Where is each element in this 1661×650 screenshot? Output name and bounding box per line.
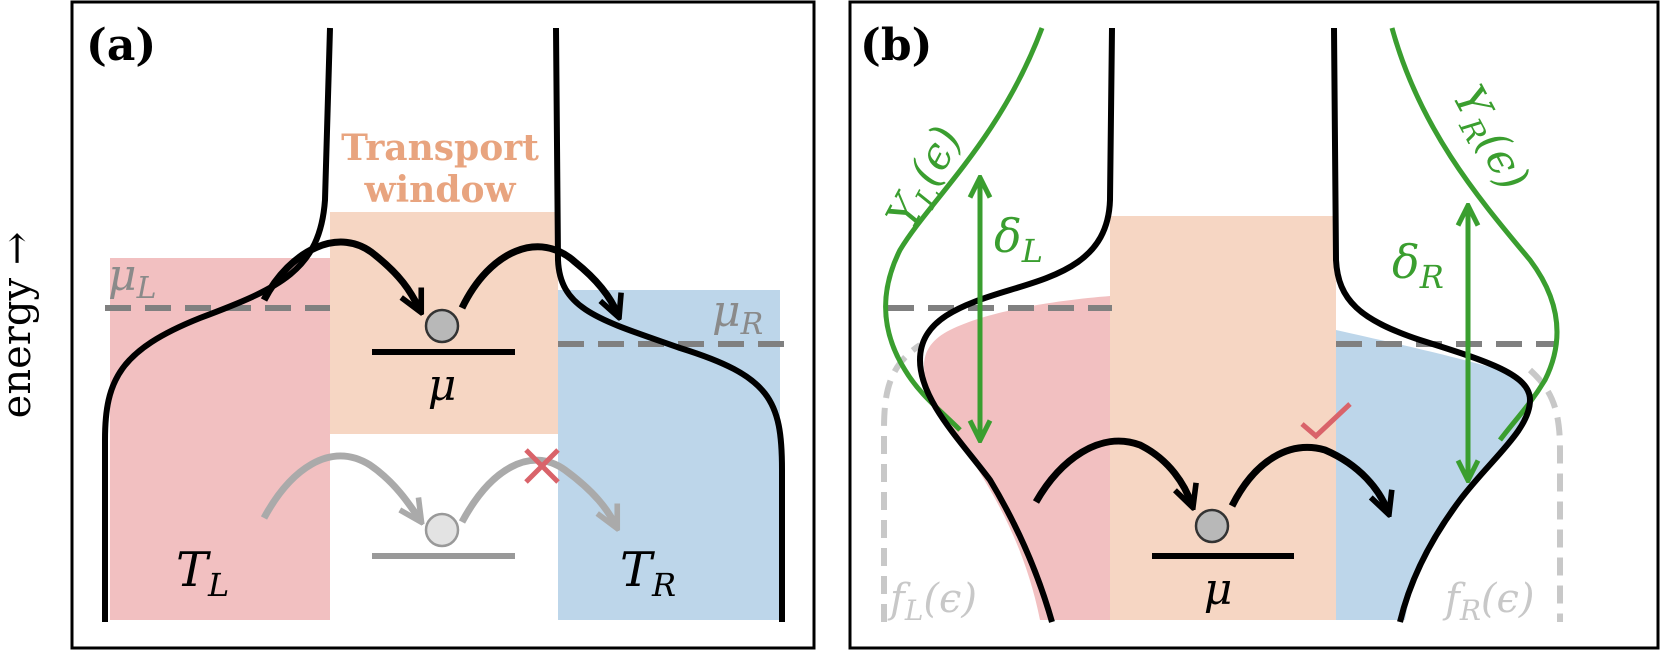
f-left-label: fL(ϵ) xyxy=(887,576,977,627)
left-fermi-curve xyxy=(102,27,333,622)
temp-right-label: TR xyxy=(620,542,676,604)
panel-a: Transport window μ (a) μL μR xyxy=(70,0,816,650)
transport-window-label-1: Transport xyxy=(341,127,539,169)
gamma-right-label: ΥR(ϵ) xyxy=(1438,77,1539,201)
dot-state xyxy=(1194,508,1230,544)
f-right-curve xyxy=(1527,367,1563,622)
energy-axis-label: energy → xyxy=(0,232,40,419)
mu-right-label: μR xyxy=(712,286,763,342)
panel-a-tag: (a) xyxy=(86,20,156,71)
blocked-arrow-out xyxy=(458,456,616,526)
mu-left-label: μL xyxy=(108,250,157,306)
delta-left-label: δL xyxy=(994,209,1043,270)
empty-dot-state xyxy=(424,512,460,548)
dot-state xyxy=(424,308,460,344)
left-bath-region xyxy=(923,296,1110,620)
transport-window-label-2: window xyxy=(363,169,516,211)
allowed-check-mark xyxy=(1300,402,1352,440)
right-fermi-curve xyxy=(1331,27,1534,623)
panel-a-frame xyxy=(70,0,816,650)
right-fermi-curve xyxy=(553,27,785,622)
transport-window-region xyxy=(1110,216,1336,620)
hop-arrow-in xyxy=(1032,437,1192,505)
blocked-arrow-in xyxy=(260,452,420,520)
right-bath-region xyxy=(1336,330,1532,620)
f-left-curve xyxy=(881,342,922,622)
panel-b: μ (b) ΥL(ϵ) ΥR(ϵ) δL δR fL(ϵ) fR(ϵ) xyxy=(848,0,1660,650)
left-fermi-curve xyxy=(916,27,1115,623)
left-bath-region xyxy=(110,258,330,620)
dot-mu-label: μ xyxy=(1204,564,1233,615)
hop-arrow-out xyxy=(458,243,618,315)
panel-b-frame xyxy=(848,0,1660,650)
panel-b-tag: (b) xyxy=(860,20,932,71)
hop-arrow-out xyxy=(1228,443,1388,512)
temp-left-label: TL xyxy=(176,542,229,604)
hop-arrow-in xyxy=(260,238,420,310)
gamma-left-curve xyxy=(883,27,1045,432)
gamma-left-label: ΥL(ϵ) xyxy=(877,118,977,240)
delta-right-label: δR xyxy=(1392,235,1444,296)
f-right-label: fR(ϵ) xyxy=(1442,576,1535,627)
dot-mu-label: μ xyxy=(428,360,457,411)
blocked-cross-mark xyxy=(524,448,560,484)
